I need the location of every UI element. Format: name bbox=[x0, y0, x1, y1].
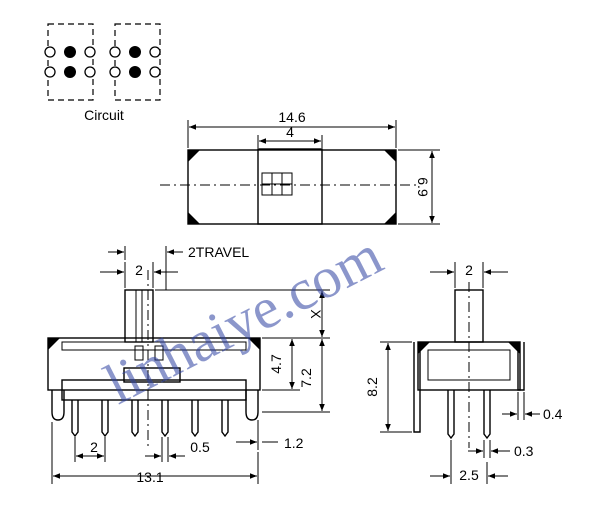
dim-8-2: 8.2 bbox=[364, 377, 380, 397]
front-view-pins bbox=[71, 400, 229, 438]
circuit-label: Circuit bbox=[84, 107, 124, 123]
dim-13-1: 13.1 bbox=[136, 469, 163, 485]
dim-7-2: 7.2 bbox=[298, 368, 314, 388]
dim-6-9: 6.9 bbox=[415, 177, 431, 197]
dim-side-2: 2 bbox=[465, 262, 473, 278]
top-view: 14.6 4 6.9 bbox=[160, 109, 440, 225]
circuit-box-right bbox=[114, 23, 161, 101]
dim-travel: 2TRAVEL bbox=[188, 244, 249, 260]
dim-0-4: 0.4 bbox=[543, 406, 563, 422]
dim-knob-2: 2 bbox=[135, 262, 143, 278]
circuit-diagram: Circuit bbox=[44, 23, 161, 123]
front-view-housing bbox=[47, 337, 261, 391]
dim-4-7: 4.7 bbox=[268, 354, 284, 374]
top-view-slot bbox=[257, 148, 323, 225]
dim-pitch-2: 2 bbox=[90, 439, 98, 455]
circuit-contacts bbox=[44, 46, 161, 78]
side-view: 2 8.2 0.4 0.3 2.5 bbox=[364, 262, 563, 484]
dim-0-3: 0.3 bbox=[514, 443, 534, 459]
circuit-box-left bbox=[47, 23, 94, 101]
dim-4: 4 bbox=[286, 124, 294, 140]
dim-x: X bbox=[308, 309, 324, 319]
dim-0-5: 0.5 bbox=[190, 439, 210, 455]
dim-14-6: 14.6 bbox=[278, 109, 305, 125]
front-view: 2 2TRAVEL X 4.7 7.2 2 0.5 1.2 bbox=[47, 244, 330, 485]
dim-2-5: 2.5 bbox=[459, 467, 479, 483]
dim-1-2: 1.2 bbox=[284, 435, 304, 451]
side-view-pins bbox=[447, 390, 491, 440]
